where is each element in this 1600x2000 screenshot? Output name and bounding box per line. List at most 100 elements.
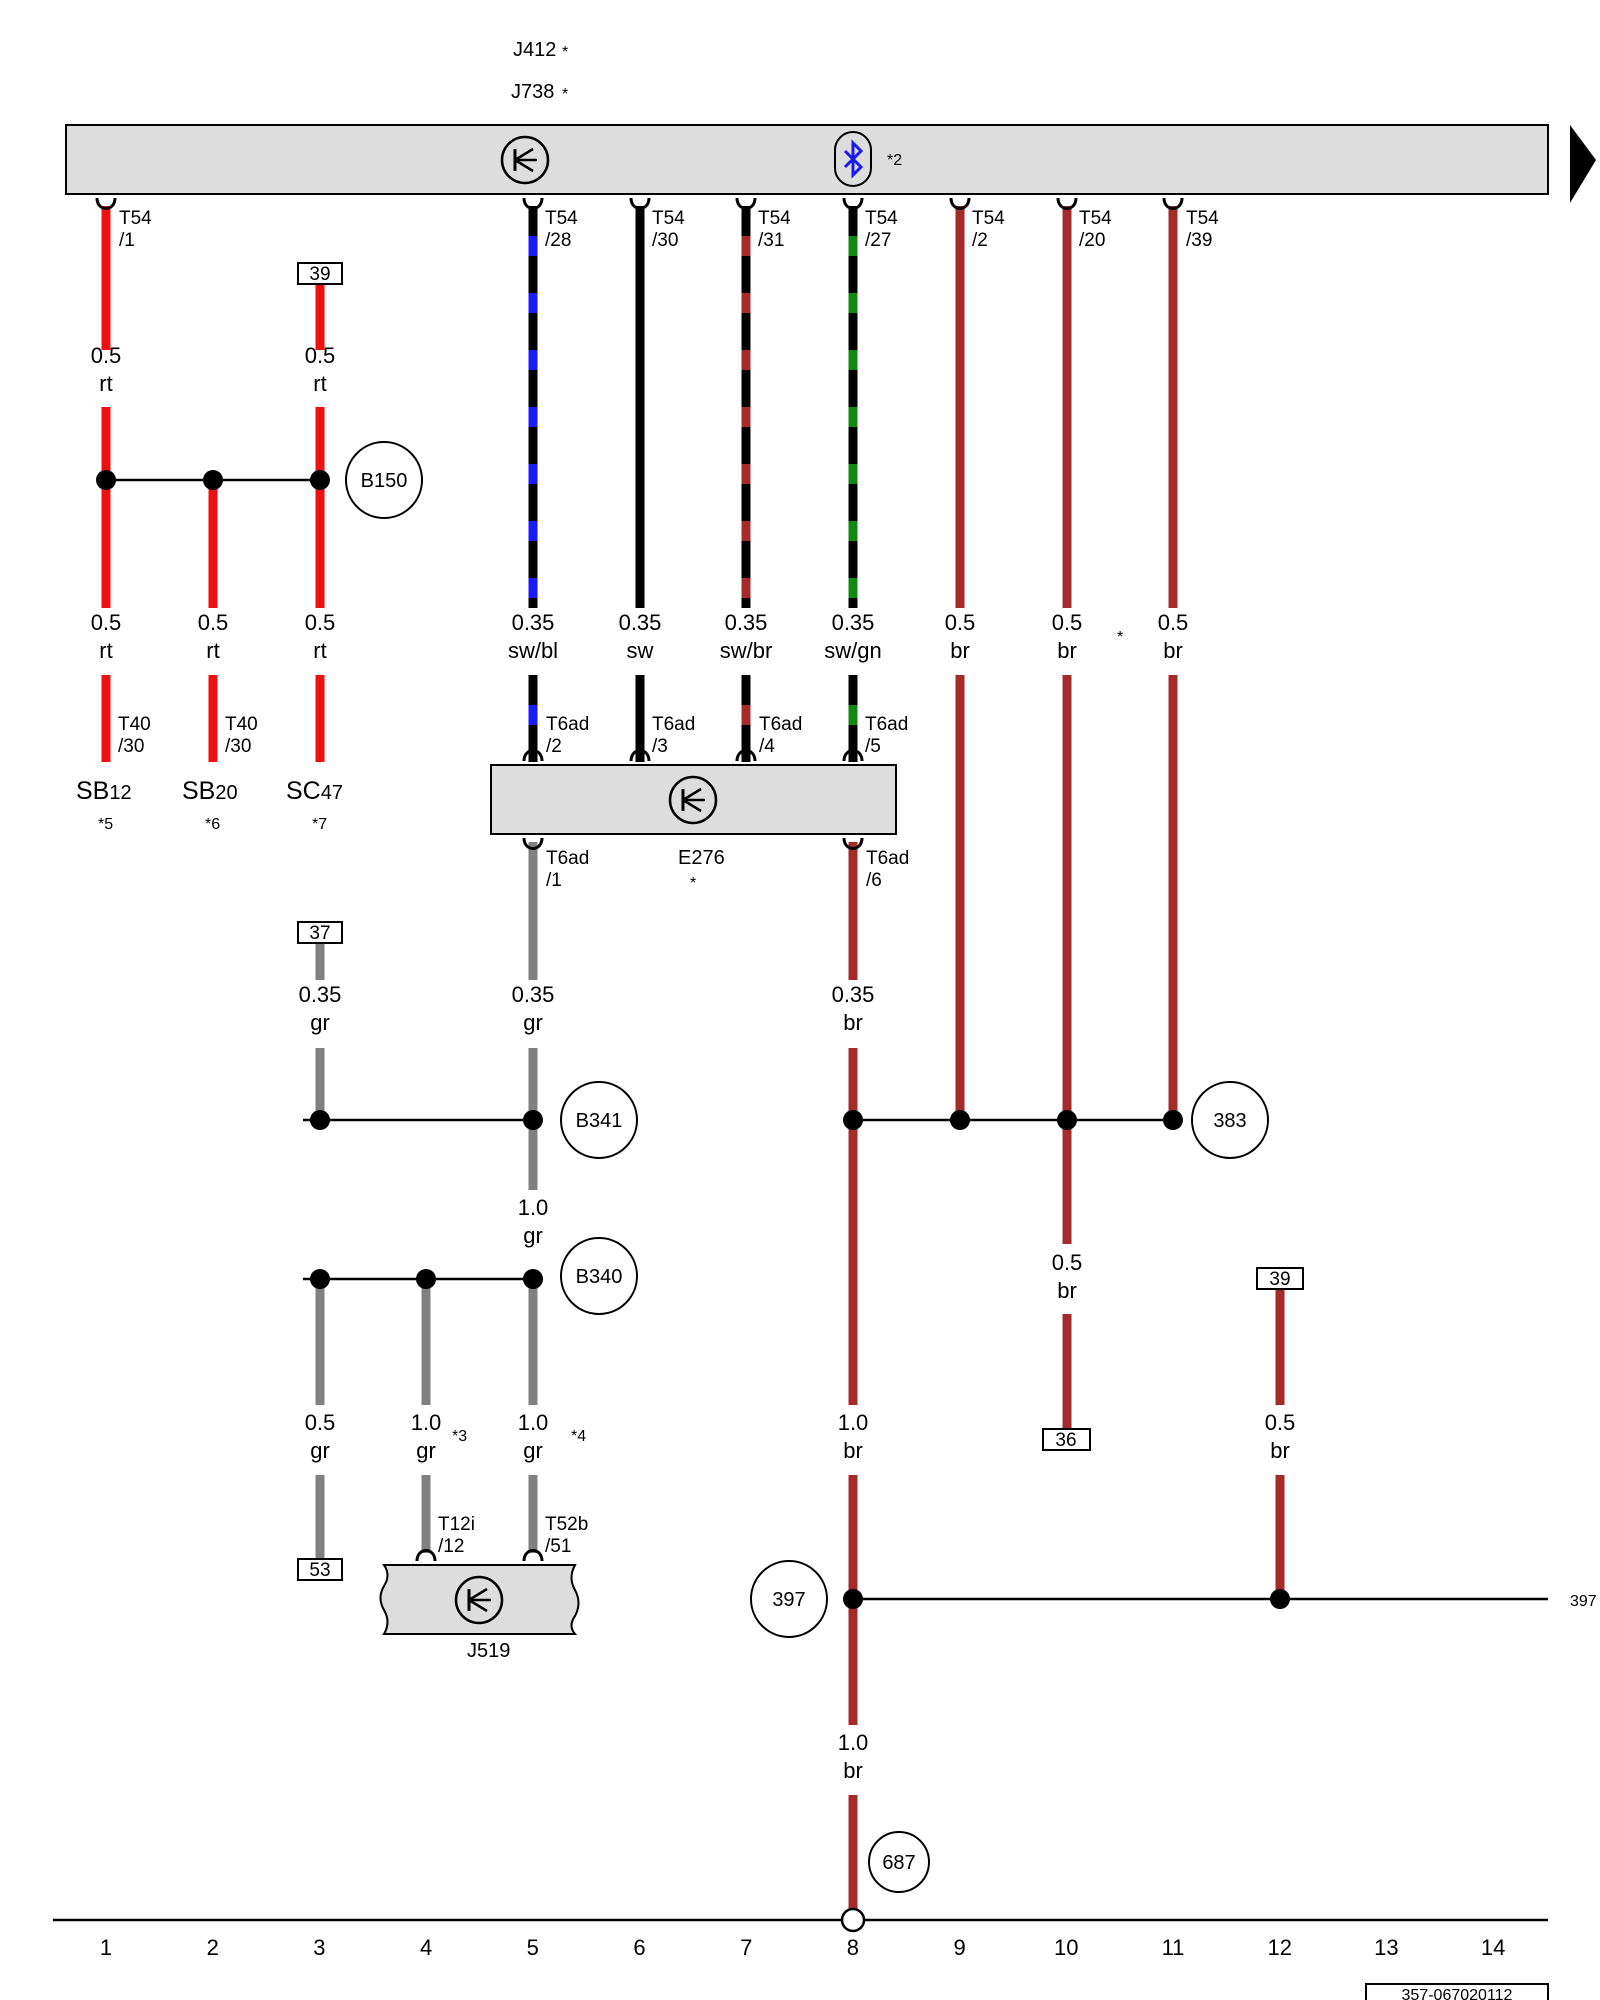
splice-dot xyxy=(203,470,223,490)
connection-383-label: 383 xyxy=(1213,1110,1246,1132)
connector-pin-icon xyxy=(842,837,864,850)
ref-box-53: 53 xyxy=(297,1558,343,1581)
pin-t54-39: T54/39 xyxy=(1186,208,1219,251)
doc-id: 357-067020112 xyxy=(1402,1987,1513,2000)
wire-stripe xyxy=(528,236,538,256)
wire-col1-bot xyxy=(101,675,111,762)
wire-mark: *3 xyxy=(452,1428,467,1445)
connector-pin-icon xyxy=(629,749,651,762)
wire-col6-sw-low xyxy=(635,675,645,762)
wire-stripe xyxy=(741,407,751,427)
bluetooth-icon xyxy=(834,131,872,187)
wire-col3-gr-b340 xyxy=(315,1279,325,1405)
pin-t40-30-a: T40/30 xyxy=(118,714,151,757)
splice-dot xyxy=(523,1110,543,1130)
wire-col8-br-mid xyxy=(848,1048,858,1405)
wire-stripe xyxy=(528,464,538,484)
connector-pin-icon xyxy=(522,1549,544,1562)
module-symbol-icon xyxy=(500,135,550,185)
pin-t54-28: T54/28 xyxy=(545,208,578,251)
continuation-arrow xyxy=(1570,125,1596,203)
connector-pin-icon xyxy=(1162,197,1184,210)
wire-col5-gr-bottom xyxy=(528,1475,538,1553)
j738-label: J738 xyxy=(511,81,554,103)
wire-col8-br-bottom xyxy=(848,1795,858,1909)
fuse-sb12: SB12 xyxy=(76,777,132,805)
j519-symbol-icon xyxy=(454,1575,504,1625)
pin-t6ad-6: T6ad/6 xyxy=(866,848,909,891)
wire-col8-br xyxy=(848,842,858,980)
connector-pin-icon xyxy=(415,1549,437,1562)
wire-col10-br-low xyxy=(1062,675,1072,1244)
bluetooth-mark: *2 xyxy=(887,152,902,169)
connector-pin-icon xyxy=(949,197,971,210)
wire-col4-gr xyxy=(421,1279,431,1405)
connector-pin-icon xyxy=(1056,197,1078,210)
connection-b150-label: B150 xyxy=(361,470,408,492)
connection-b341: B341 xyxy=(560,1081,638,1159)
splice-dot xyxy=(1163,1110,1183,1130)
ref-box-39-left: 39 xyxy=(297,262,343,285)
track-number: 4 xyxy=(420,1935,432,1960)
wires xyxy=(101,206,1285,1909)
wire-stripe xyxy=(741,293,751,313)
wire-col3-bot xyxy=(315,675,325,762)
pin-t54-1: T54/1 xyxy=(119,208,152,251)
fuse-sc47-mark: *7 xyxy=(312,816,327,833)
track-number: 7 xyxy=(740,1935,752,1960)
e276-label: E276 xyxy=(678,847,725,869)
ref-box-label: 37 xyxy=(309,923,330,944)
fuse-labels: SB12 *5 SB20 *6 SC47 *7 xyxy=(76,777,343,833)
wire-col3-gr-bottom xyxy=(315,1475,325,1558)
wire-stripe xyxy=(848,350,858,370)
connection-397-label: 397 xyxy=(772,1589,805,1611)
splice-dot xyxy=(1270,1589,1290,1609)
wire-col10-br xyxy=(1062,206,1072,608)
ref-box-label: 39 xyxy=(1269,1269,1290,1290)
wire-col11-br xyxy=(1168,206,1178,608)
pin-t54-27: T54/27 xyxy=(865,208,898,251)
track-number: 13 xyxy=(1374,1935,1398,1960)
wire-stripe xyxy=(528,293,538,313)
connector-pin-icon xyxy=(842,197,864,210)
track-number: 8 xyxy=(847,1935,859,1960)
wire-col1-top xyxy=(101,206,111,350)
splice-dot xyxy=(96,470,116,490)
wire-col2-bot xyxy=(208,675,218,762)
pin-t54-31: T54/31 xyxy=(758,208,791,251)
doc-id-box xyxy=(1365,1983,1549,2000)
splice-dot xyxy=(416,1269,436,1289)
connection-b340-label: B340 xyxy=(576,1266,623,1288)
wire-stripe xyxy=(528,350,538,370)
wire-col10-br-bottom xyxy=(1062,1314,1072,1430)
splice-dot xyxy=(310,1110,330,1130)
pin-t6ad-1: T6ad/1 xyxy=(546,848,589,891)
pin-t6ad-2: T6ad/2 xyxy=(546,714,589,757)
wire-stripe xyxy=(741,464,751,484)
splice-dot xyxy=(310,470,330,490)
ref-box-label: 36 xyxy=(1055,1430,1076,1451)
j412-j738-module xyxy=(65,124,1549,195)
connector-pin-icon xyxy=(629,197,651,210)
splice-dot xyxy=(310,1269,330,1289)
track-number: 14 xyxy=(1481,1935,1505,1960)
connector-pin-icon xyxy=(842,749,864,762)
wire-col12-br-low xyxy=(1275,1475,1285,1599)
connection-b150: B150 xyxy=(345,441,423,519)
track-number: 3 xyxy=(313,1935,325,1960)
connector-pin-icon xyxy=(522,749,544,762)
wire-stripe xyxy=(848,521,858,541)
splice-dot xyxy=(843,1110,863,1130)
wire-col4-gr-bottom xyxy=(421,1475,431,1553)
wire-col5-gr-low xyxy=(528,1279,538,1405)
